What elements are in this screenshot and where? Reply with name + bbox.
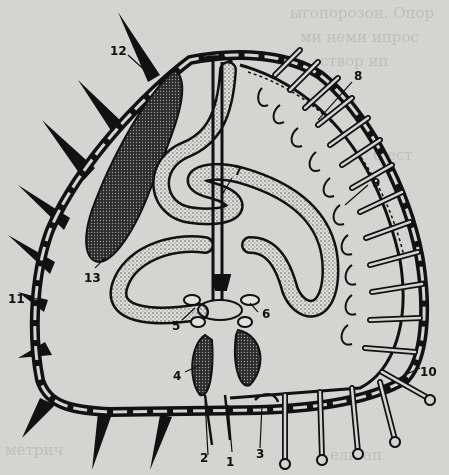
label-10: 10 xyxy=(420,365,437,379)
svg-text:метрич: метрич xyxy=(5,441,63,459)
label-8: 8 xyxy=(354,69,362,83)
label-9: 9 xyxy=(372,176,380,190)
label-13: 13 xyxy=(84,271,101,285)
label-4: 4 xyxy=(173,369,181,383)
svg-text:ми неми ипрос: ми неми ипрос xyxy=(300,28,419,46)
label-5: 5 xyxy=(172,319,180,333)
label-6: 6 xyxy=(262,307,270,321)
label-11: 11 xyxy=(8,292,25,306)
label-1: 1 xyxy=(226,455,234,469)
label-3: 3 xyxy=(256,447,264,461)
label-12: 12 xyxy=(110,44,127,58)
label-2: 2 xyxy=(200,451,208,465)
svg-text:створ ип: створ ип xyxy=(320,52,389,70)
label-7: 7 xyxy=(234,164,242,178)
svg-text:ыгопорозон. Опор: ыгопорозон. Опор xyxy=(290,4,434,22)
